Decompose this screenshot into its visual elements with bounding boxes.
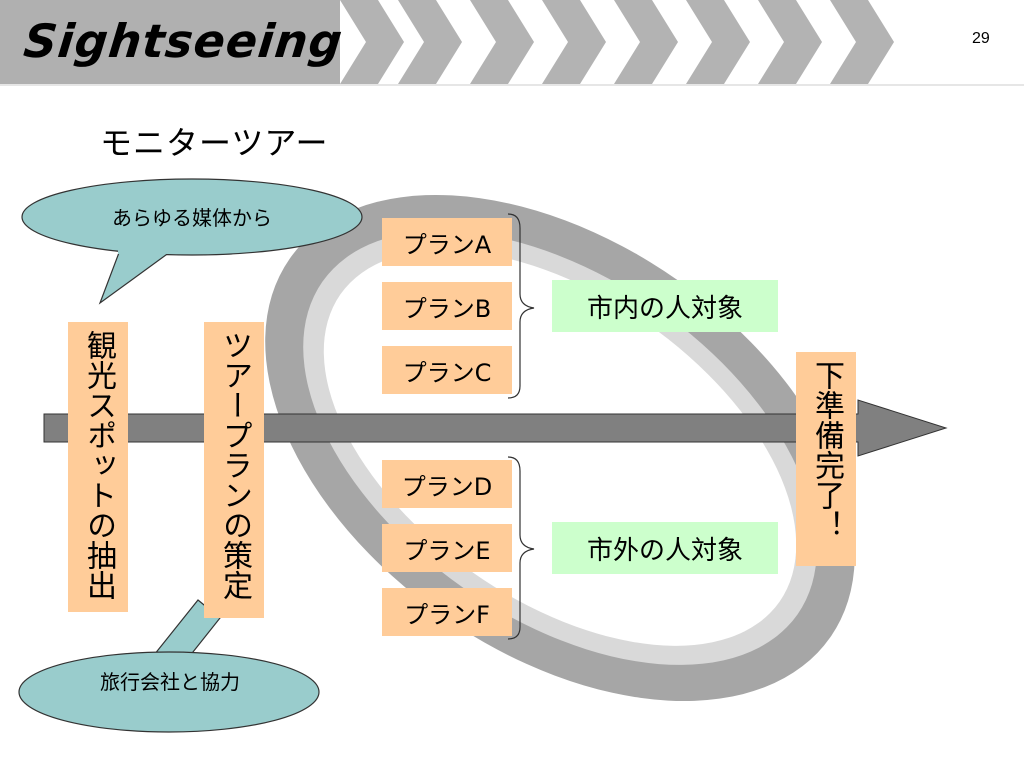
stage-preparation-complete: 下準備完了！ <box>796 352 856 566</box>
plan-d: プランD <box>382 460 512 508</box>
plan-e: プランE <box>382 524 512 572</box>
brace-group1 <box>507 213 535 399</box>
page-number: 29 <box>972 30 990 47</box>
timeline-arrow <box>43 399 948 457</box>
plan-a: プランA <box>382 218 512 266</box>
stage-plan-formulation: ツアープランの策定 <box>204 322 264 618</box>
callout-text-bottom: 旅行会社と協力 <box>100 670 240 694</box>
plan-b: プランB <box>382 282 512 330</box>
slide-subtitle: モニターツアー <box>100 124 329 162</box>
callout-text-top: あらゆる媒体から <box>112 206 272 230</box>
header-band <box>0 0 1024 84</box>
plan-c: プランC <box>382 346 512 394</box>
callout-bubble-top <box>21 178 363 256</box>
target-city-residents: 市内の人対象 <box>552 280 778 332</box>
callout-bubble-bottom <box>18 651 320 733</box>
brace-group2 <box>507 456 535 640</box>
target-non-city-residents: 市外の人対象 <box>552 522 778 574</box>
header-divider <box>0 84 1024 86</box>
stage-spot-extraction: 観光スポットの抽出 <box>68 322 128 612</box>
plan-f: プランF <box>382 588 512 636</box>
chevron-band-graphic <box>0 0 1024 84</box>
